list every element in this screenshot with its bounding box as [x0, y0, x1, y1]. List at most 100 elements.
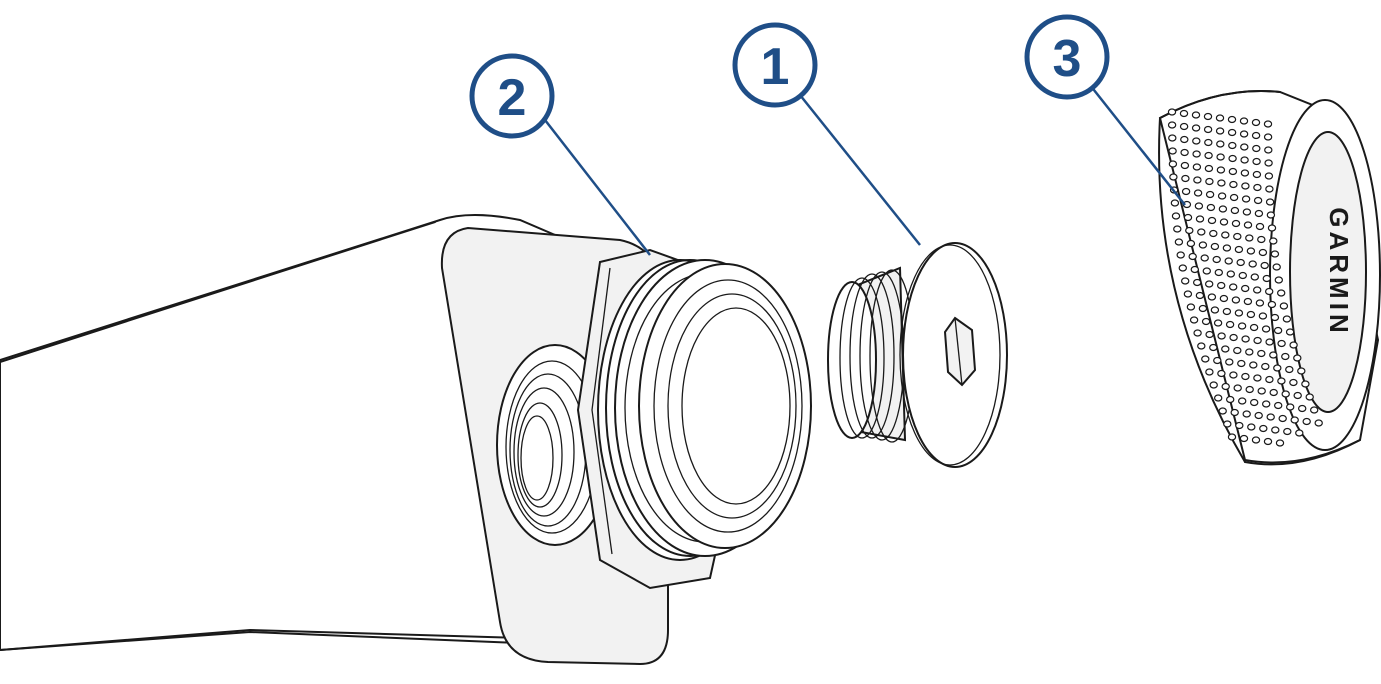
- knurl-dot: [1209, 229, 1218, 238]
- knurl-dot: [1229, 333, 1238, 342]
- knurl-dot: [1241, 195, 1251, 203]
- knurl-dot: [1190, 265, 1200, 274]
- knurl-dot: [1263, 120, 1273, 128]
- knurl-dot: [1180, 161, 1190, 170]
- knurl-dot: [1249, 361, 1258, 369]
- knurl-dot: [1195, 215, 1205, 223]
- knurl-dot: [1241, 372, 1250, 381]
- knurl-dot: [1198, 241, 1208, 249]
- knurl-dot: [1263, 133, 1273, 141]
- knurl-dot: [1270, 313, 1280, 322]
- knurl-dot: [1201, 317, 1211, 326]
- knurl-dot: [1241, 182, 1250, 190]
- knurl-dot: [1195, 291, 1205, 300]
- knurl-dot: [1216, 281, 1226, 290]
- knurl-dot: [1267, 224, 1277, 232]
- knurl-dot: [1176, 251, 1185, 259]
- knurl-dot: [1215, 127, 1225, 135]
- knurl-dot: [1227, 128, 1237, 137]
- knurl-dot: [1234, 309, 1244, 317]
- knurl-dot: [1236, 258, 1245, 267]
- knurl-dot: [1204, 151, 1213, 160]
- knurl-dot: [1240, 143, 1249, 151]
- knurl-dot: [1249, 323, 1259, 332]
- knurl-dot: [1215, 114, 1225, 122]
- knurl-dot: [1245, 385, 1254, 394]
- knurl-dot: [1201, 355, 1210, 363]
- knurl-dot: [1225, 395, 1235, 404]
- knurl-dot: [1217, 179, 1226, 187]
- knurl-dot: [1253, 336, 1262, 345]
- knurl-dot: [1193, 189, 1203, 197]
- knurl-dot: [1269, 388, 1278, 397]
- knurl-dot: [1272, 263, 1281, 271]
- knurl-dot: [1197, 342, 1206, 350]
- knurl-dot: [1275, 439, 1285, 447]
- knurl-dot: [1216, 140, 1225, 148]
- knurl-dot: [1285, 328, 1295, 336]
- knurl-dot: [1193, 329, 1202, 337]
- knurl-dot: [1266, 211, 1276, 219]
- knurl-dot: [1243, 221, 1253, 229]
- knurl-dot: [1228, 167, 1238, 176]
- knurl-dot: [1228, 283, 1238, 291]
- knurl-dot: [1293, 391, 1302, 400]
- knurl-dot: [1221, 382, 1230, 391]
- knurl-dot: [1295, 429, 1304, 437]
- callout-circle-1: [732, 22, 818, 108]
- knurl-dot: [1271, 426, 1280, 434]
- knurl-dot: [1219, 218, 1229, 226]
- knurl-pattern: [1167, 108, 1323, 447]
- knurl-dot: [1251, 436, 1261, 444]
- knurl-dot: [1233, 232, 1242, 241]
- knurl-dot: [1169, 173, 1178, 181]
- knurl-dot: [1240, 169, 1250, 177]
- knurl-dot: [1252, 170, 1262, 179]
- knurl-dot: [1204, 280, 1214, 288]
- knurl-dot: [1205, 177, 1214, 186]
- knurl-dot: [1173, 225, 1182, 233]
- threaded-adapter: [576, 248, 812, 590]
- knurl-dot: [1282, 315, 1292, 323]
- knurl-dot: [1192, 150, 1201, 158]
- knurl-dot: [1261, 362, 1270, 371]
- knurl-dot: [1198, 304, 1208, 313]
- knurl-dot: [1251, 118, 1261, 127]
- knurl-dot: [1205, 368, 1214, 376]
- knurl-dot: [1261, 325, 1271, 333]
- knurl-dot: [1181, 174, 1190, 183]
- knurl-dot: [1261, 400, 1271, 408]
- knurl-dot: [1314, 419, 1323, 427]
- knurl-dot: [1269, 237, 1278, 245]
- knurl-dot: [1167, 121, 1177, 129]
- knurl-dot: [1191, 111, 1201, 119]
- knurl-dot: [1274, 276, 1284, 284]
- knurl-dot: [1181, 187, 1191, 196]
- knurl-dot: [1266, 413, 1275, 421]
- knurl-dot: [1277, 377, 1286, 385]
- knurl-dot: [1264, 172, 1274, 180]
- knurl-dot: [1206, 203, 1216, 212]
- knurl-dot: [1240, 284, 1250, 293]
- knurl-dot: [1273, 364, 1282, 372]
- callout-number-1: 1: [761, 38, 790, 96]
- knurl-dot: [1297, 404, 1307, 413]
- knurl-dot: [1235, 421, 1244, 430]
- knurl-dot: [1225, 358, 1234, 366]
- leader-line-1: [799, 94, 921, 246]
- knurl-dot: [1242, 208, 1252, 216]
- knurl-dot: [1204, 138, 1213, 147]
- knurl-dot: [1229, 193, 1239, 202]
- knurl-dot: [1167, 108, 1177, 116]
- knurl-dot: [1231, 296, 1241, 304]
- knurl-dot: [1257, 235, 1266, 244]
- leader-line-2: [544, 119, 651, 256]
- knurl-dot: [1239, 130, 1249, 138]
- knurl-dot: [1257, 387, 1266, 395]
- knurl-dot: [1245, 348, 1254, 356]
- knurl-dot: [1213, 394, 1223, 402]
- knurl-dot: [1233, 346, 1242, 355]
- knurl-dot: [1183, 290, 1193, 298]
- knurl-dot: [1257, 349, 1266, 358]
